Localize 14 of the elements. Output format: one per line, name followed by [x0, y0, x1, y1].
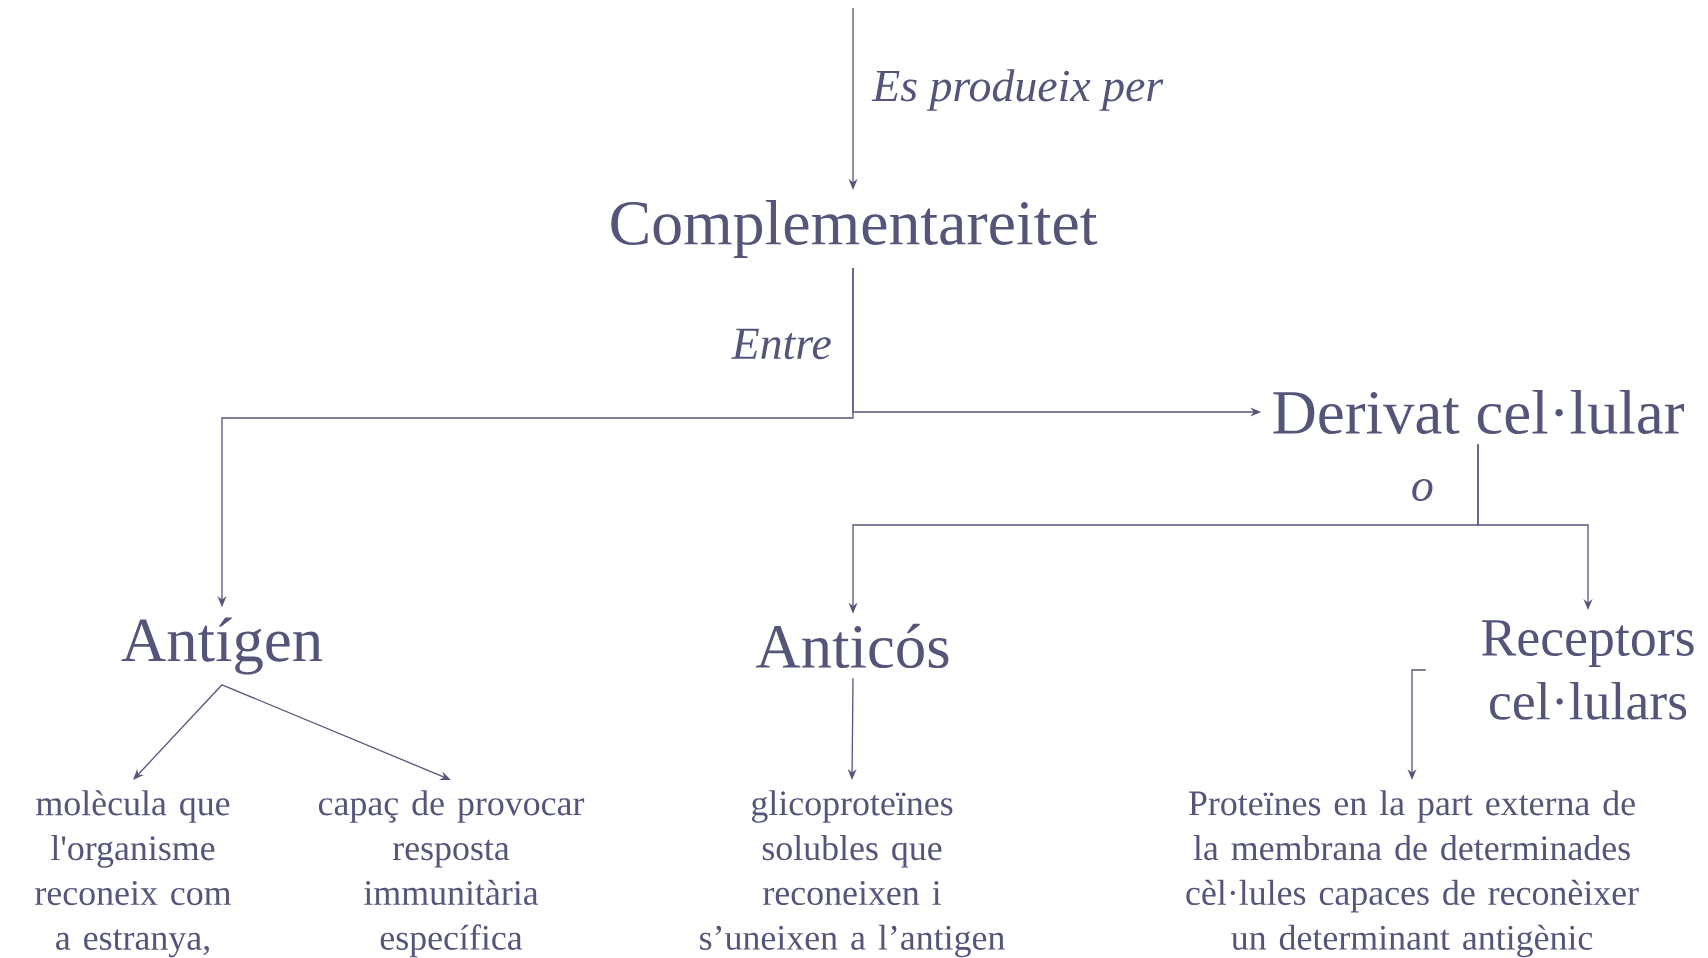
- heading-text: Derivat cel·lular: [1273, 389, 1685, 435]
- heading-text: Antígen: [121, 617, 323, 675]
- description-text: capaç de provocar resposta immunitària específica: [318, 790, 585, 958]
- edge-label: Es produeix per: [871, 69, 1164, 111]
- description-text: glicoproteïnes solubles que reconeixen i s’uneixen a l’antigen: [700, 790, 1005, 958]
- description-text: Proteïnes en la part externa de la membrana de determinades cèl·lules capaces de reconèixer un determinant antigènic: [1186, 790, 1639, 958]
- arrow: [133, 684, 223, 780]
- edge-label: o: [1412, 478, 1433, 501]
- description-text: molècula que l'organisme reconeix com a estranya,: [35, 790, 232, 958]
- heading-text: Anticós: [756, 623, 949, 669]
- heading-text: Complementareitet: [611, 200, 1098, 258]
- heading-text: Receptors cel·lulars: [1482, 620, 1694, 720]
- edge-label: Entre: [731, 328, 831, 360]
- arrow: [221, 684, 451, 780]
